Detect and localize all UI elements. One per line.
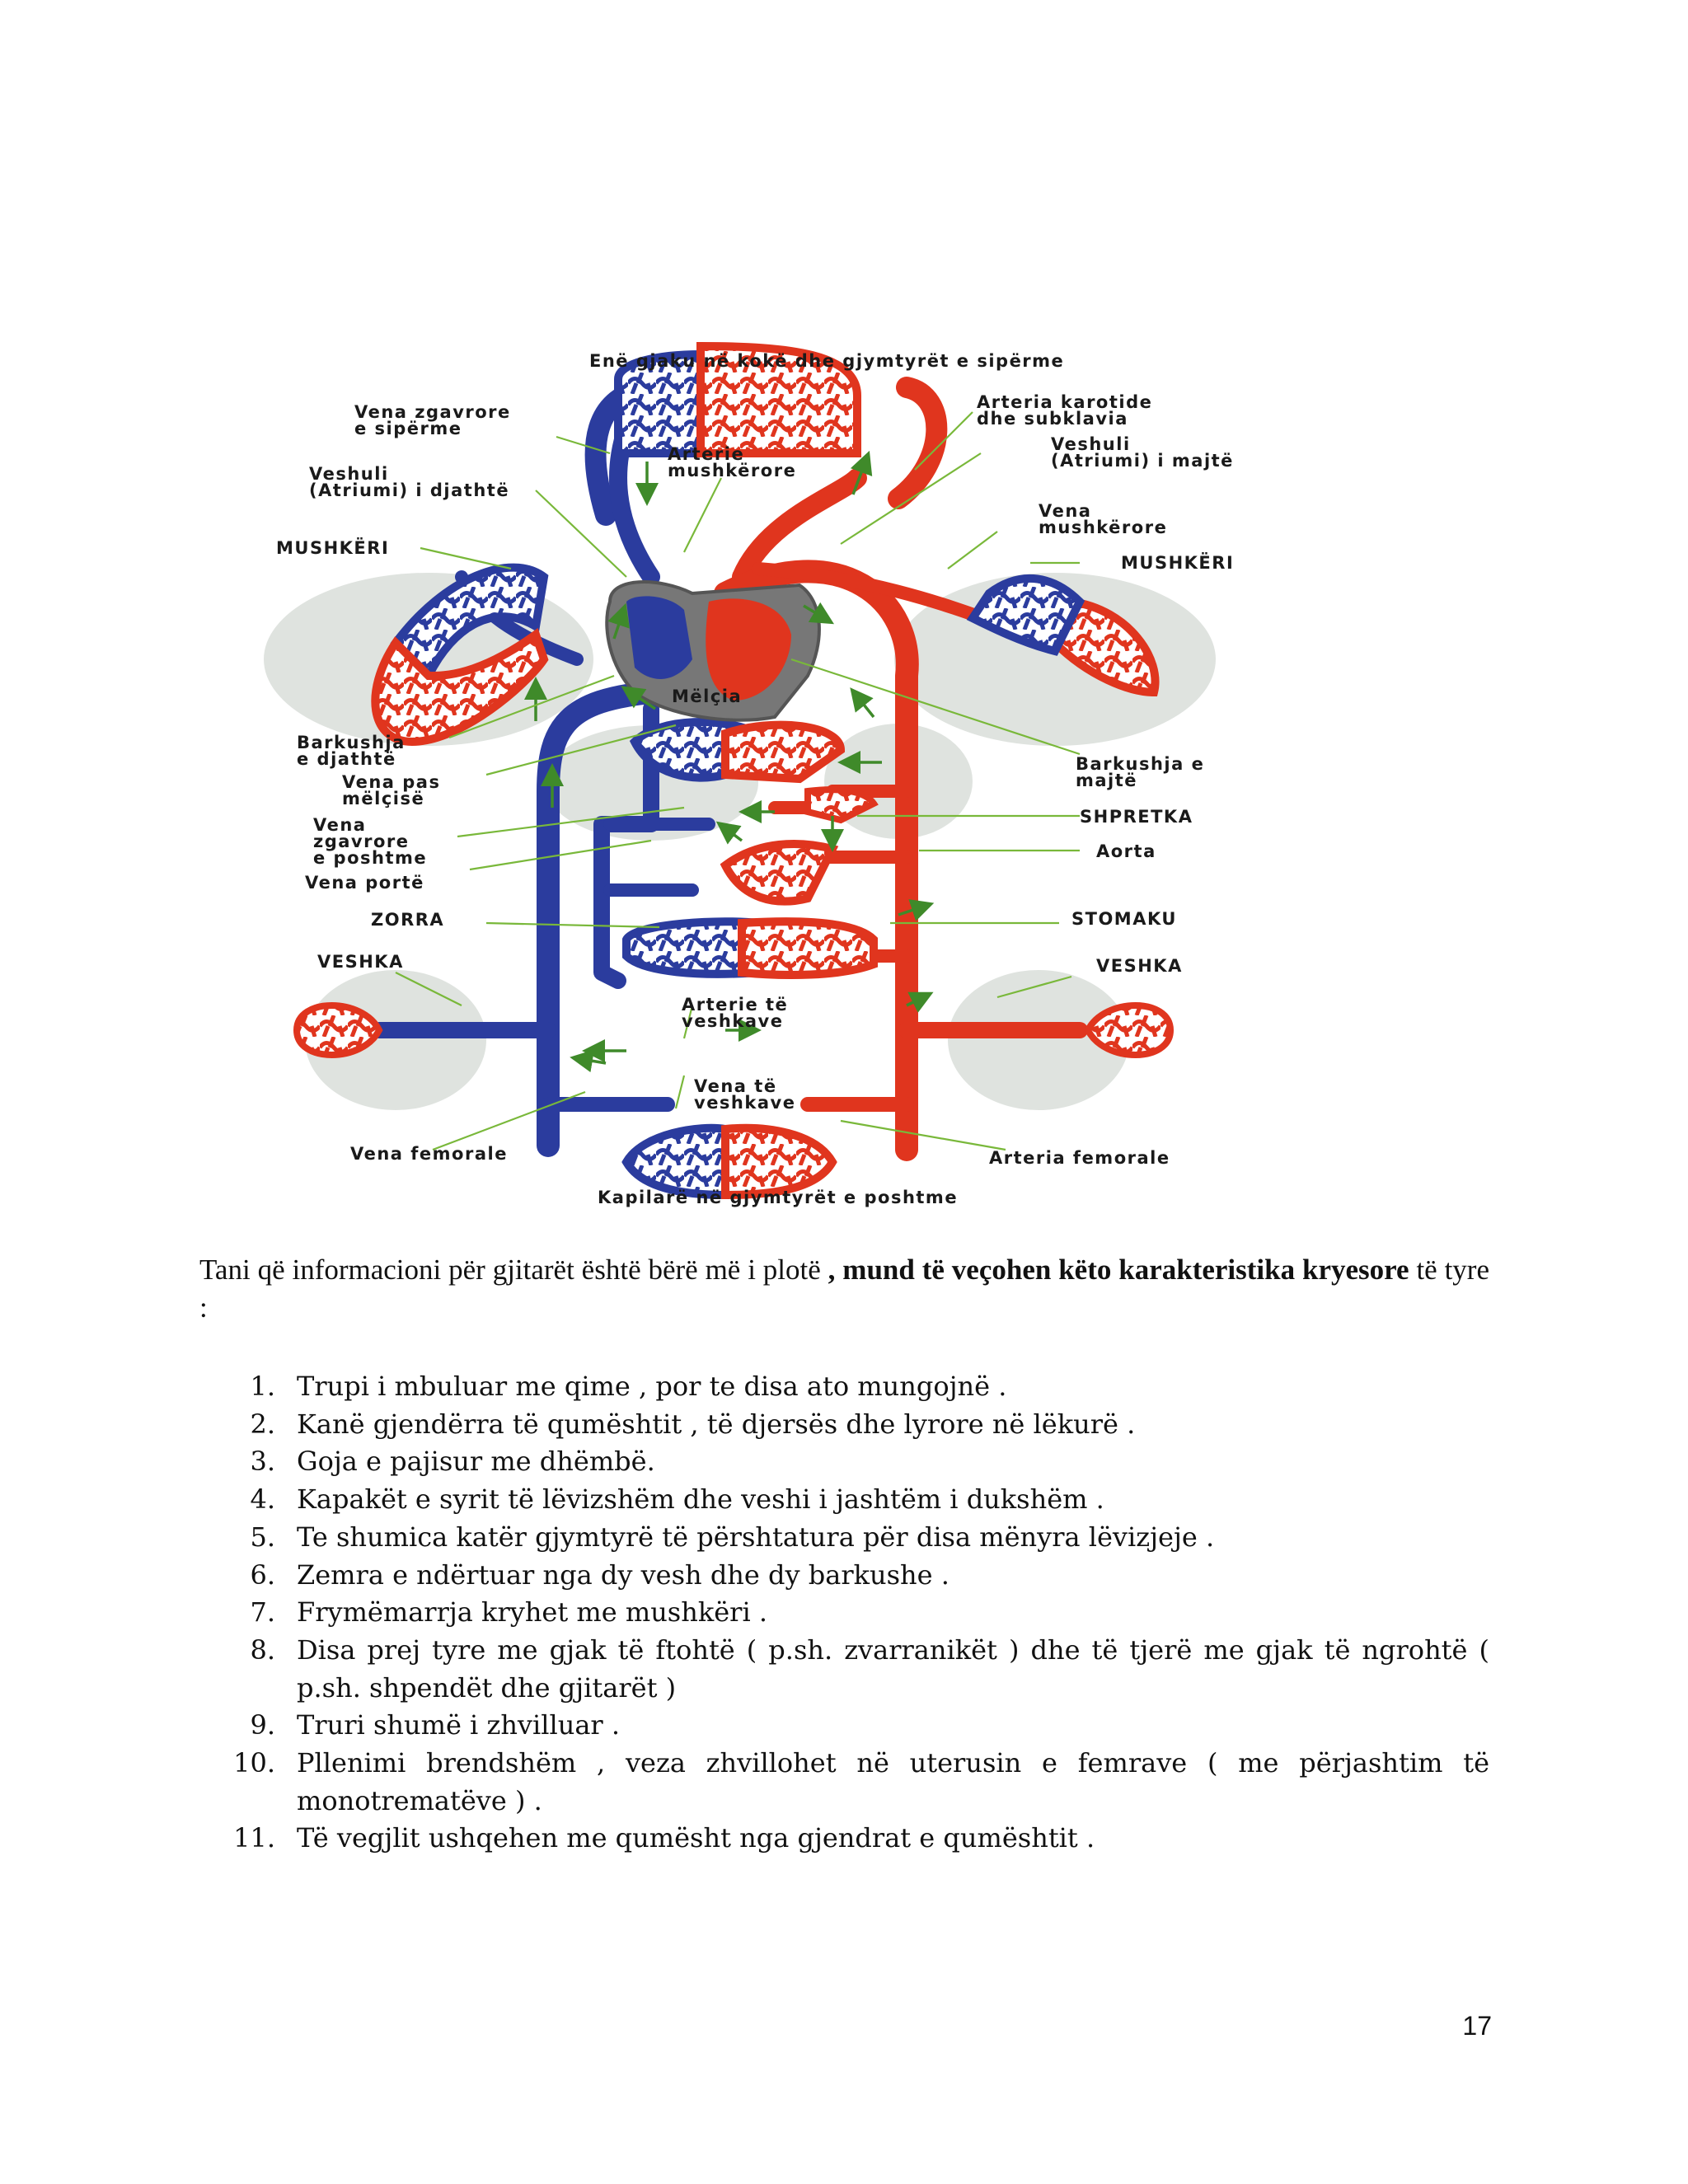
label-aorta: Aorta <box>1096 841 1156 861</box>
label-liver: Mëlçia <box>672 687 742 706</box>
label-right-ventricle: Barkushja <box>297 733 406 752</box>
list-number: 10. <box>233 1747 275 1779</box>
list-item: 6. Zemra e ndërtuar nga dy vesh dhe dy ba… <box>199 1557 1489 1595</box>
list-number: 3. <box>250 1446 275 1478</box>
list-text: Goja e pajisur me dhëmbë. <box>297 1446 655 1478</box>
list-item: 9. Truri shumë i zhvilluar . <box>199 1707 1489 1745</box>
label-inf-vena-cava-3: e poshtme <box>313 848 427 868</box>
intro-paragraph: Tani që informacioni për gjitarët është … <box>199 1251 1489 1327</box>
label-left-ventricle-2: majtë <box>1076 771 1137 790</box>
label-lung-right: MUSHKËRI <box>1121 552 1234 573</box>
label-kidney-right: VESHKA <box>1096 956 1183 976</box>
label-inf-vena-cava-2: zgavrore <box>313 832 410 851</box>
list-item: 2. Kanë gjendërra të qumështit , të djers… <box>199 1406 1489 1444</box>
intro-tail: të tyre : <box>199 1254 1489 1324</box>
label-portal-vein: Vena portë <box>305 873 424 893</box>
label-left-atrium: Veshuli <box>1051 434 1131 454</box>
list-number: 1. <box>250 1371 275 1402</box>
list-item: 10. Pllenimi brendshëm , veza zhvillohet … <box>199 1745 1489 1820</box>
list-item: 3. Goja e pajisur me dhëmbë. <box>199 1443 1489 1481</box>
list-text: Të vegjlit ushqehen me qumësht nga gjend… <box>297 1822 1095 1854</box>
list-number: 8. <box>250 1633 275 1666</box>
label-femoral-artery: Arteria femorale <box>989 1148 1170 1168</box>
label-pulm-artery-2: mushkërore <box>668 461 796 480</box>
label-right-ventricle-2: e djathtë <box>297 749 396 769</box>
label-renal-artery: Arterie të <box>682 995 788 1015</box>
label-femoral-vein: Vena femorale <box>350 1144 508 1164</box>
label-pulm-vein: Vena <box>1039 501 1091 521</box>
label-stomach: STOMAKU <box>1071 909 1177 929</box>
label-right-atrium: Veshuli <box>309 464 389 484</box>
list-number: 2. <box>250 1408 275 1440</box>
label-renal-vein: Vena të <box>694 1076 777 1096</box>
list-number: 4. <box>250 1483 275 1516</box>
label-spleen: SHPRETKA <box>1080 807 1193 827</box>
list-item: 11. Të vegjlit ushqehen me qumësht nga gj… <box>199 1820 1489 1858</box>
page-number: 17 <box>1462 2011 1492 2041</box>
label-hepatic-vein-2: mëlçisë <box>342 789 424 808</box>
label-sup-vena-cava-2: e sipërme <box>354 419 462 438</box>
label-hepatic-vein: Vena pas <box>342 772 440 792</box>
label-pulm-artery: Arterie <box>668 444 744 464</box>
intro-bold-text: , mund të veçohen këto karakteristika kr… <box>828 1254 1409 1286</box>
mammal-traits-list: 1. Trupi i mbuluar me qime , por te disa … <box>199 1368 1489 1858</box>
label-head-limbs: Enë gjaku në kokë dhe gjymtyrët e sipërm… <box>589 351 1064 371</box>
flow-arrows <box>524 450 935 1073</box>
diagram-labels: Enë gjaku në kokë dhe gjymtyrët e sipërm… <box>276 351 1234 1207</box>
list-item: 1. Trupi i mbuluar me qime , por te disa … <box>199 1368 1489 1406</box>
intro-text: Tani që informacioni për gjitarët është … <box>199 1254 828 1286</box>
list-item: 4. Kapakët e syrit të lëvizshëm dhe veshi… <box>199 1481 1489 1519</box>
list-item: 8. Disa prej tyre me gjak të ftohtë ( p.s… <box>199 1632 1489 1707</box>
list-number: 6. <box>250 1558 275 1591</box>
capillary-beds <box>293 341 1175 1200</box>
list-number: 7. <box>250 1596 275 1629</box>
label-lower-capillaries: Kapilarë në gjymtyrët e poshtme <box>598 1188 958 1207</box>
list-item: 7. Frymëmarrja kryhet me mushkëri . <box>199 1594 1489 1632</box>
label-left-atrium-2: (Atriumi) i majtë <box>1051 451 1234 471</box>
circulatory-system-diagram: Enë gjaku në kokë dhe gjymtyrët e sipërm… <box>264 330 1335 1220</box>
label-left-ventricle: Barkushja e <box>1076 754 1204 774</box>
label-kidney-left: VESHKA <box>317 952 404 972</box>
label-renal-artery-2: veshkave <box>682 1011 783 1031</box>
list-number: 9. <box>250 1709 275 1741</box>
list-number: 11. <box>233 1822 275 1854</box>
list-text: Zemra e ndërtuar nga dy vesh dhe dy bark… <box>297 1558 950 1591</box>
label-intestine: ZORRA <box>371 910 444 930</box>
label-renal-vein-2: veshkave <box>694 1093 795 1113</box>
list-text: Te shumica katër gjymtyrë të përshtatura… <box>297 1521 1215 1553</box>
list-text: Kanë gjendërra të qumështit , të djersës… <box>297 1408 1136 1440</box>
list-item: 5. Te shumica katër gjymtyrë të përshtatu… <box>199 1519 1489 1557</box>
list-text: Frymëmarrja kryhet me mushkëri . <box>297 1596 768 1629</box>
list-text: Trupi i mbuluar me qime , por te disa at… <box>297 1371 1007 1402</box>
label-carotid: Arteria karotide <box>977 392 1152 412</box>
list-text: Disa prej tyre me gjak të ftohtë ( p.sh.… <box>297 1633 1489 1704</box>
label-right-atrium-2: (Atriumi) i djathtë <box>309 480 509 500</box>
leader-lines <box>395 411 1081 1151</box>
label-inf-vena-cava: Vena <box>313 815 366 835</box>
label-sup-vena-cava: Vena zgavrore <box>354 402 511 422</box>
list-text: Pllenimi brendshëm , veza zhvillohet në … <box>297 1747 1489 1816</box>
list-number: 5. <box>250 1521 275 1553</box>
label-pulm-vein-2: mushkërore <box>1039 518 1167 537</box>
label-lung-left: MUSHKËRI <box>276 537 389 558</box>
heart <box>605 580 821 722</box>
list-text: Truri shumë i zhvilluar . <box>297 1709 621 1741</box>
list-text: Kapakët e syrit të lëvizshëm dhe veshi i… <box>297 1483 1104 1516</box>
label-carotid-2: dhe subklavia <box>977 409 1128 429</box>
